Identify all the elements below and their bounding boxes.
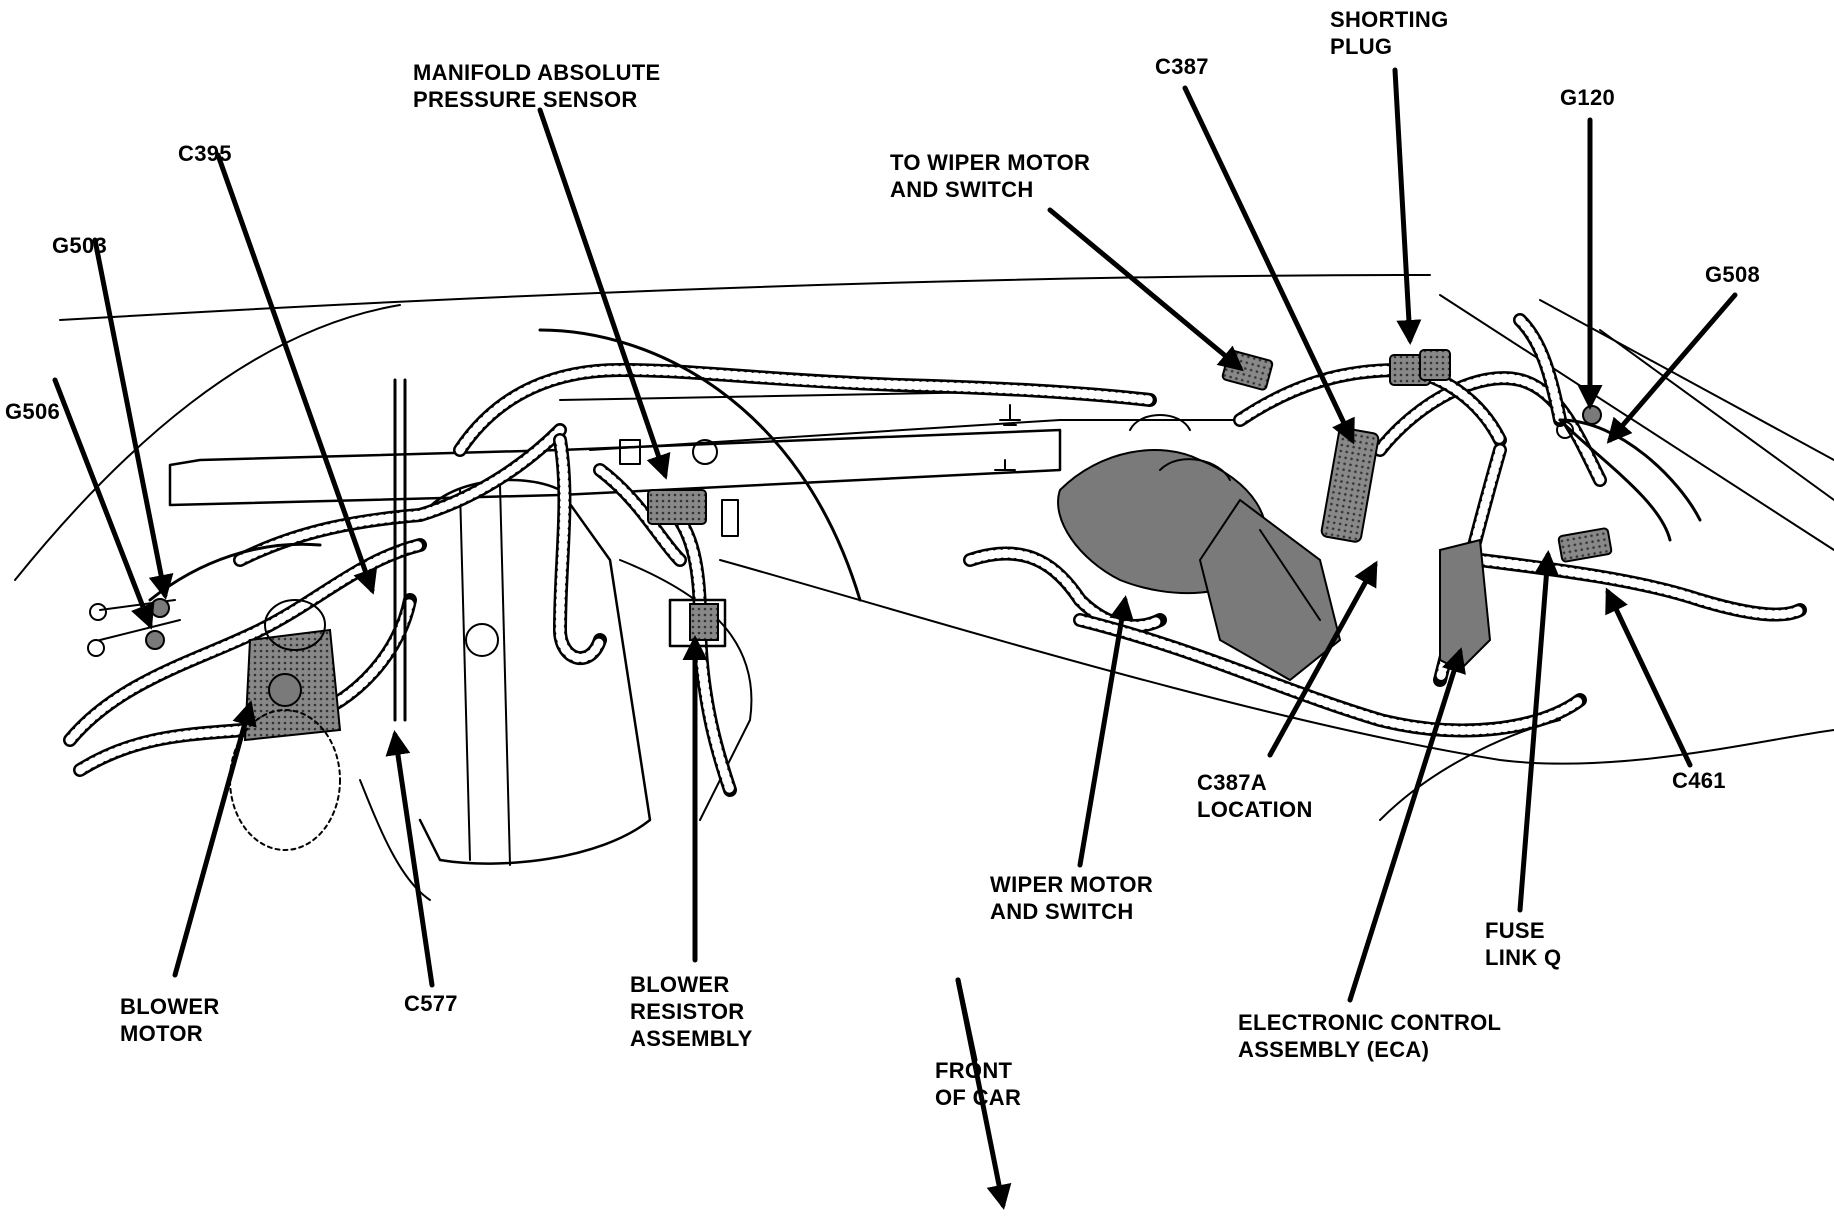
arrow-c577 bbox=[385, 730, 435, 988]
c387a-location-panel bbox=[1198, 498, 1342, 682]
label-manifold-sensor: MANIFOLD ABSOLUTE PRESSURE SENSOR bbox=[413, 60, 667, 112]
label-shorting-plug: SHORTING PLUG bbox=[1330, 7, 1455, 59]
label-blower-resistor: BLOWER RESISTOR ASSEMBLY bbox=[630, 972, 753, 1051]
label-c387a: C387A LOCATION bbox=[1197, 770, 1313, 822]
arrow-shorting-plug bbox=[1392, 67, 1422, 345]
label-c395: C395 bbox=[178, 141, 232, 166]
label-g503: G503 bbox=[52, 233, 107, 258]
label-front-of-car: FRONT OF CAR bbox=[935, 1058, 1021, 1110]
blower-resistor-component bbox=[668, 598, 727, 648]
fuse-link-component bbox=[1557, 527, 1613, 563]
label-c387: C387 bbox=[1155, 54, 1209, 79]
arrow-g508 bbox=[1606, 292, 1738, 444]
arrow-c387 bbox=[1182, 85, 1355, 445]
arrow-c395 bbox=[215, 152, 378, 595]
arrow-to-wiper bbox=[1047, 207, 1244, 372]
arrow-wiper-motor bbox=[1077, 595, 1134, 868]
c387-connector bbox=[1320, 427, 1380, 543]
label-g508: G508 bbox=[1705, 262, 1760, 287]
label-wiper-motor: WIPER MOTOR AND SWITCH bbox=[990, 872, 1159, 924]
to-wiper-connector bbox=[1221, 349, 1274, 391]
label-c461: C461 bbox=[1672, 768, 1726, 793]
leader-arrows bbox=[52, 67, 1738, 1210]
arrow-fuse-link bbox=[1517, 550, 1559, 913]
ground-studs bbox=[87, 405, 1602, 657]
arrow-manifold-sensor bbox=[537, 107, 671, 480]
arrow-c461 bbox=[1605, 587, 1693, 768]
body-outline bbox=[14, 274, 1834, 901]
label-g120: G120 bbox=[1560, 85, 1615, 110]
label-to-wiper-motor: TO WIPER MOTOR AND SWITCH bbox=[890, 150, 1097, 202]
shorting-plug-component bbox=[1389, 349, 1451, 386]
label-g506: G506 bbox=[5, 399, 60, 424]
ground-symbols bbox=[994, 404, 1021, 471]
arrow-g506 bbox=[52, 377, 155, 630]
label-fuse-link: FUSE LINK Q bbox=[1485, 918, 1561, 970]
arrow-c387a bbox=[1267, 560, 1378, 758]
map-sensor-component bbox=[619, 439, 739, 537]
blower-motor-component bbox=[229, 599, 342, 851]
label-blower-motor: BLOWER MOTOR bbox=[120, 994, 226, 1046]
arrow-eca bbox=[1347, 647, 1466, 1003]
arrow-blower-motor bbox=[172, 700, 257, 978]
arrow-front-of-car-tail bbox=[955, 977, 978, 1063]
arrow-g503 bbox=[92, 237, 174, 600]
label-eca: ELECTRONIC CONTROL ASSEMBLY (ECA) bbox=[1238, 1010, 1507, 1062]
eca-component bbox=[1439, 538, 1492, 672]
label-c577: C577 bbox=[404, 991, 458, 1016]
